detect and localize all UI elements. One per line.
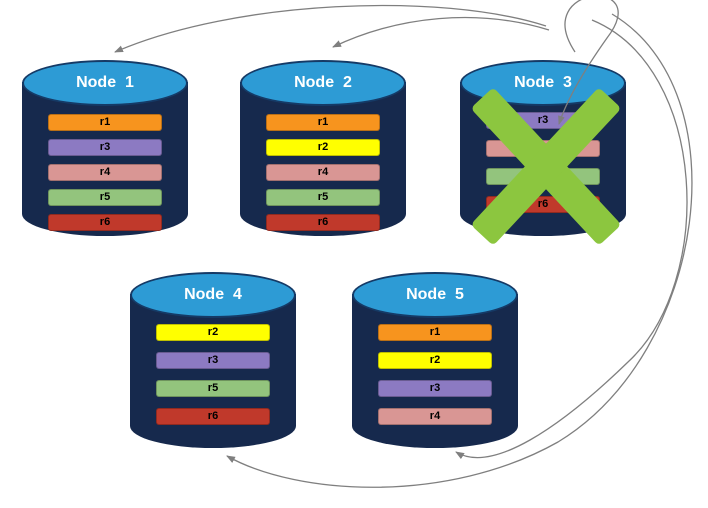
- node-2-title: Node 2: [294, 74, 352, 91]
- node-2-row-r1: r1: [266, 114, 380, 131]
- node-1-row-r6: r6: [48, 214, 162, 231]
- node-1-row-r5: r5: [48, 189, 162, 206]
- node-1-cylinder: [22, 82, 188, 236]
- node-5-row-r4: r4: [378, 408, 492, 425]
- node-2-row-r2: r2: [266, 139, 380, 156]
- node-1-row-r1: r1: [48, 114, 162, 131]
- node-3-failure-x: [470, 87, 622, 246]
- node-5-row-r1: r1: [378, 324, 492, 341]
- node-4-row-r3: r3: [156, 352, 270, 369]
- node-3-title: Node 3: [514, 74, 572, 91]
- node-5-top: Node 5: [352, 272, 518, 318]
- node-5-row-r2: r2: [378, 352, 492, 369]
- node-1-top: Node 1: [22, 60, 188, 106]
- arrow-node3-to-node2: [332, 16, 550, 48]
- node-1: r1 r3 r4 r5 r6 Node 1: [22, 60, 188, 236]
- node-2-row-r6: r6: [266, 214, 380, 231]
- node-4-title: Node 4: [184, 286, 242, 303]
- node-4-row-r5: r5: [156, 380, 270, 397]
- node-4-row-r2: r2: [156, 324, 270, 341]
- node-2-row-r4: r4: [266, 164, 380, 181]
- node-1-title: Node 1: [76, 74, 134, 91]
- node-4-row-r6: r6: [156, 408, 270, 425]
- node-5: r1 r2 r3 r4 Node 5: [352, 272, 518, 448]
- node-5-row-r3: r3: [378, 380, 492, 397]
- node-4-top: Node 4: [130, 272, 296, 318]
- arrow-node3-to-node1: [114, 4, 547, 53]
- node-1-row-r4: r4: [48, 164, 162, 181]
- node-2-top: Node 2: [240, 60, 406, 106]
- node-1-row-r3: r3: [48, 139, 162, 156]
- node-4: r2 r3 r5 r6 Node 4: [130, 272, 296, 448]
- node-5-title: Node 5: [406, 286, 464, 303]
- node-2-row-r5: r5: [266, 189, 380, 206]
- node-2: r1 r2 r4 r5 r6 Node 2: [240, 60, 406, 236]
